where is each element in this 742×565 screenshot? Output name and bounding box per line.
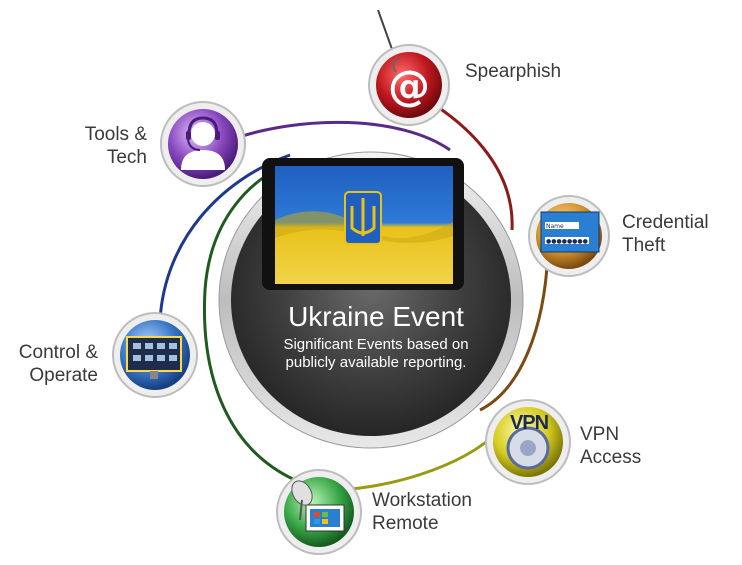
tools-tech-label-line-2: Tech (106, 147, 147, 168)
workstation-remote-label-line-2: Remote (372, 513, 439, 534)
credential-form-password-dots: ●●●●●●●● (546, 238, 588, 245)
control-operate-label-line-2: Operate (29, 365, 98, 386)
workstation-remote-label[interactable]: Workstation Remote (372, 489, 472, 535)
credential-theft-node[interactable]: Name ●●●●●●●● (528, 195, 610, 277)
vpn-access-label-line-1: VPN (580, 424, 620, 445)
center-subtitle: Significant Events based on publicly ava… (236, 336, 516, 372)
tools-tech-label[interactable]: Tools & Tech (50, 123, 147, 169)
center-subtitle-line-1: Significant Events based on (283, 336, 469, 353)
credential-theft-label-line-2: Theft (622, 235, 666, 256)
tablet-flag-image (262, 158, 464, 290)
tools-tech-node[interactable] (160, 101, 246, 187)
headset-user-icon (181, 116, 225, 170)
vpn-access-label-line-2: Access (580, 447, 642, 468)
center-title: Ukraine Event (288, 301, 464, 332)
login-form-icon: Name ●●●●●●●● (540, 211, 600, 253)
vpn-badge-text: VPN (509, 412, 549, 434)
workstation-remote-node[interactable] (276, 469, 362, 555)
spearphish-label-line-1: Spearphish (465, 61, 562, 82)
satellite-monitor-icon (291, 480, 345, 532)
control-operate-label-line-1: Control & (18, 342, 98, 363)
workstation-remote-label-line-1: Workstation (372, 490, 472, 511)
vpn-access-label[interactable]: VPN Access (580, 423, 641, 469)
credential-theft-label[interactable]: Credential Theft (622, 211, 709, 257)
tools-tech-label-line-1: Tools & (84, 124, 147, 145)
orbit-arcs (158, 83, 550, 492)
credential-form-name-label: Name (546, 223, 564, 230)
control-operate-node[interactable] (112, 312, 198, 398)
trident-emblem-icon (344, 191, 382, 245)
vpn-gear-icon (506, 426, 550, 470)
vpn-access-node[interactable] (485, 399, 571, 485)
credential-theft-label-line-1: Credential (622, 212, 709, 233)
arc-orange (479, 249, 550, 412)
control-panel-icon (126, 336, 182, 379)
arc-green (202, 158, 301, 482)
spearphish-node[interactable]: @ (368, 9, 450, 126)
center-subtitle-line-2: publicly available reporting. (285, 354, 467, 371)
arc-purple (229, 120, 451, 152)
spearphish-label[interactable]: Spearphish (465, 60, 561, 83)
control-operate-label[interactable]: Control & Operate (0, 341, 98, 387)
